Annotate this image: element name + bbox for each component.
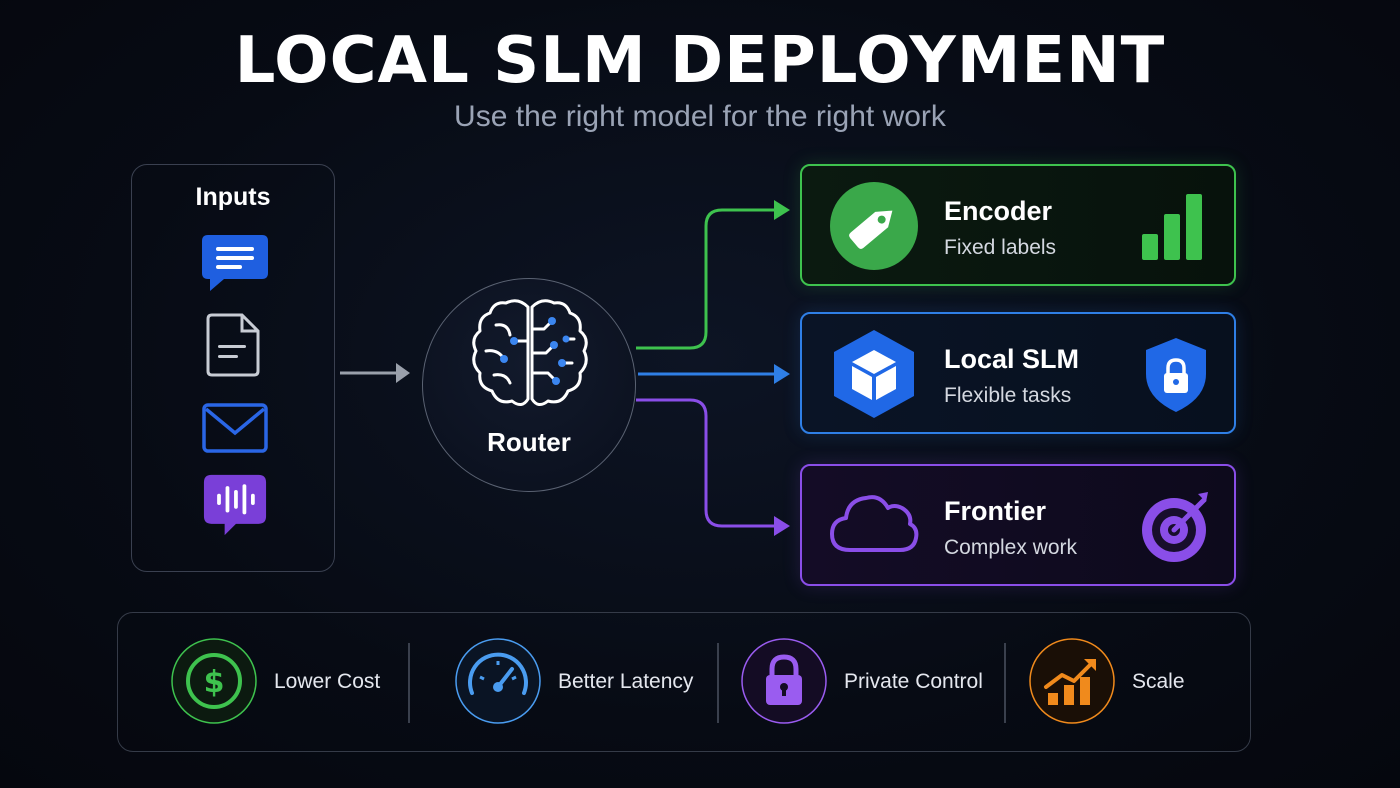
benefits-bar: $ Lower Cost Better Latency Private Cont…	[117, 612, 1251, 752]
route-card-local-slm: Local SLM Flexible tasks	[800, 312, 1236, 434]
benefit-divider	[408, 643, 410, 723]
router-node: Router	[422, 278, 636, 492]
dollar-icon: $	[171, 638, 257, 724]
cube-icon	[834, 330, 914, 418]
route-card-frontier: Frontier Complex work	[800, 464, 1236, 586]
inputs-panel: Inputs	[131, 164, 335, 572]
input-to-router-arrow	[340, 363, 410, 383]
route-subtitle-frontier: Complex work	[944, 536, 1078, 559]
route-title-encoder: Encoder	[944, 196, 1053, 226]
route-card-encoder: Encoder Fixed labels	[800, 164, 1236, 286]
shield-lock-icon	[1146, 338, 1206, 412]
bar-chart-icon	[1142, 194, 1202, 260]
page-subtitle: Use the right model for the right work	[454, 100, 946, 133]
benefit-divider	[717, 643, 719, 723]
benefit-divider	[1004, 643, 1006, 723]
speedometer-icon	[455, 638, 541, 724]
email-icon	[202, 403, 268, 453]
growth-chart-icon	[1029, 638, 1115, 724]
route-subtitle-encoder: Fixed labels	[944, 236, 1057, 259]
svg-text:$: $	[204, 665, 225, 700]
route-title-local-slm: Local SLM	[944, 344, 1080, 374]
voice-message-icon	[203, 474, 267, 536]
benefit-label-scale: Scale	[1132, 670, 1185, 693]
document-icon	[206, 313, 260, 377]
cloud-icon	[830, 495, 919, 552]
benefit-label-better-latency: Better Latency	[558, 670, 694, 693]
chat-bubble-icon	[202, 235, 268, 291]
route-arrow-local-slm	[638, 364, 790, 384]
page-title: LOCAL SLM DEPLOYMENT	[234, 24, 1166, 98]
benefit-label-lower-cost: Lower Cost	[274, 670, 381, 693]
padlock-icon	[741, 638, 827, 724]
tag-icon	[830, 182, 918, 270]
route-subtitle-local-slm: Flexible tasks	[944, 384, 1072, 407]
route-title-frontier: Frontier	[944, 496, 1047, 526]
target-icon	[1142, 492, 1208, 562]
route-arrow-encoder	[636, 200, 790, 350]
benefit-label-private-control: Private Control	[844, 670, 983, 693]
brain-circuit-icon	[472, 299, 588, 406]
router-label: Router	[487, 427, 571, 457]
route-arrow-frontier	[636, 398, 790, 536]
inputs-title: Inputs	[195, 183, 271, 211]
